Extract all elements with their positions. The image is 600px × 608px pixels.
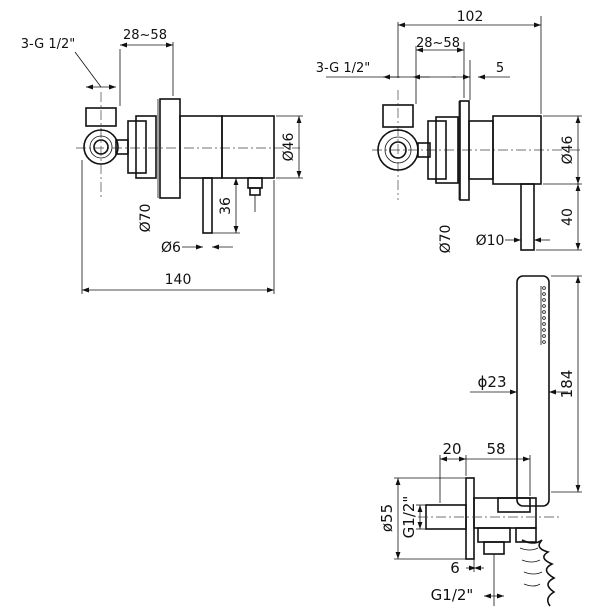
spray-holes <box>542 286 546 344</box>
inlet-fitting <box>377 104 431 171</box>
inlet-fitting <box>83 107 129 165</box>
valve-body <box>127 98 275 199</box>
label-total-length: 102 <box>457 9 484 25</box>
lever <box>520 183 535 251</box>
hose-connector <box>477 527 511 606</box>
label-nipple-length: 6 <box>450 559 460 577</box>
label-thread: 3-G 1/2" <box>21 37 76 52</box>
label-handle-length: 184 <box>558 370 576 399</box>
outlet-nipple <box>247 177 263 212</box>
shower-hose <box>515 527 556 607</box>
label-inlet-range: 28~58 <box>416 36 460 51</box>
view-right-mixer: 102 28~58 3-G 1/2" 5 Ø46 40 Ø70 Ø10 <box>316 9 582 253</box>
label-lever-length: 40 <box>560 208 576 226</box>
view-left-mixer: 28~58 3-G 1/2" Ø46 Ø70 Ø6 36 140 <box>21 28 303 294</box>
label-pin-dia: Ø6 <box>161 240 181 256</box>
label-body-dia: Ø46 <box>560 135 576 164</box>
label-handle-dia: ϕ23 <box>478 373 507 391</box>
label-inlet-thread: G1/2" <box>400 496 418 539</box>
valve-body <box>427 100 542 201</box>
label-plate-depth: 20 <box>442 440 461 458</box>
label-plate-dia: Ø70 <box>138 204 154 233</box>
view-hand-shower: ϕ23 184 20 <box>378 275 582 607</box>
label-total-length: 140 <box>165 272 192 288</box>
label-plate-dia: ø55 <box>378 504 396 532</box>
pin-lever <box>202 177 213 234</box>
label-hose-thread: G1/2" <box>431 586 474 604</box>
label-gap: 5 <box>496 61 504 76</box>
label-thread: 3-G 1/2" <box>316 61 371 76</box>
shower-handle <box>516 275 550 507</box>
label-inlet-range: 28~58 <box>123 28 167 43</box>
label-plate-dia: Ø70 <box>438 225 454 254</box>
label-body-dia: Ø46 <box>281 132 297 161</box>
label-lever-dia: Ø10 <box>476 233 505 249</box>
label-outlet-drop: 36 <box>218 197 234 215</box>
label-outlet-depth: 58 <box>486 440 505 458</box>
